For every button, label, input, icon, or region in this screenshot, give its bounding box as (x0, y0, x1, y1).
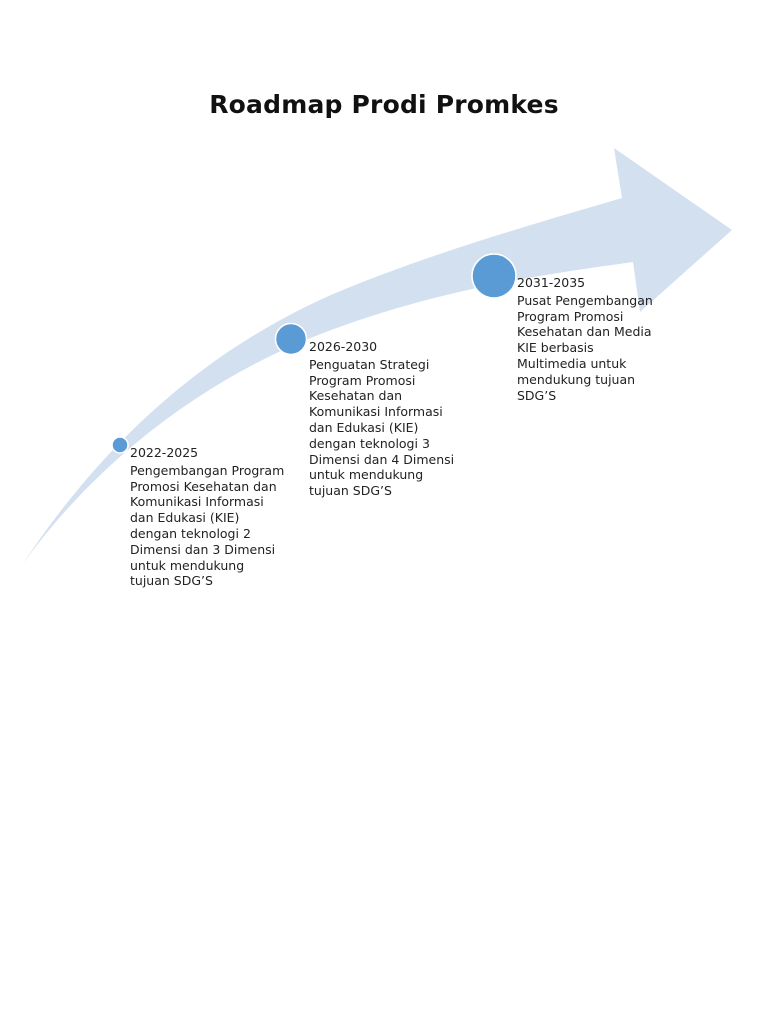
milestone-period: 2026-2030 (309, 339, 378, 354)
milestone-period: 2022-2025 (130, 445, 199, 460)
milestone-description: Pengembangan Program Promosi Kesehatan d… (130, 462, 285, 589)
curved-arrow-shape (22, 148, 732, 565)
milestone-2031-2035: 2031-2035 Pusat Pengembangan Program Pro… (517, 275, 667, 403)
milestone-description: Penguatan Strategi Program Promosi Keseh… (309, 356, 455, 499)
milestone-period: 2031-2035 (517, 275, 586, 290)
milestone-node-2031 (471, 253, 517, 299)
milestone-node-2026 (274, 322, 308, 356)
milestone-2026-2030: 2026-2030 Penguatan Strategi Program Pro… (309, 339, 464, 499)
page-title: Roadmap Prodi Promkes (209, 90, 559, 119)
milestone-node-2022 (111, 436, 129, 454)
milestone-description: Pusat Pengembangan Program Promosi Keseh… (517, 292, 653, 403)
milestone-2022-2025: 2022-2025 Pengembangan Program Promosi K… (130, 445, 295, 589)
